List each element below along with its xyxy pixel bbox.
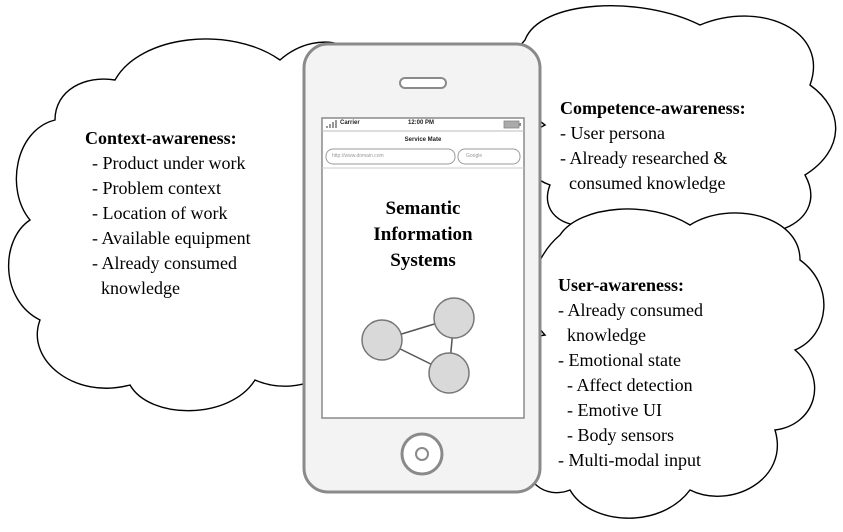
user-item: - Already consumed <box>558 300 703 320</box>
user-item: - Body sensors <box>558 425 674 445</box>
title-line: Systems <box>390 250 456 271</box>
context-item: - Product under work <box>92 153 246 173</box>
phone-speaker <box>399 77 447 89</box>
competence-awareness-heading: Competence-awareness: <box>560 98 746 118</box>
user-item: knowledge <box>558 325 646 345</box>
context-item: knowledge <box>92 278 180 298</box>
context-item: - Problem context <box>92 178 221 198</box>
user-item: - Affect detection <box>558 375 693 395</box>
title-line: Information <box>373 224 473 245</box>
graph-node-bottom <box>428 352 470 394</box>
app-title: Service Mate <box>404 137 442 143</box>
user-item: - Emotive UI <box>558 400 662 420</box>
context-item: - Location of work <box>92 203 228 223</box>
url-field[interactable] <box>325 148 456 165</box>
competence-item: - User persona <box>560 123 665 143</box>
status-time: 12:00 PM <box>408 120 435 126</box>
user-awareness-heading: User-awareness: <box>558 275 684 295</box>
search-field[interactable] <box>457 148 521 165</box>
context-awareness-heading: Context-awareness: <box>85 128 237 148</box>
graph-node-left <box>361 319 403 361</box>
battery-icon <box>503 120 521 129</box>
competence-item: consumed knowledge <box>560 173 726 193</box>
user-item: - Emotional state <box>558 350 681 370</box>
search-placeholder: Google <box>466 153 483 159</box>
user-item: - Multi-modal input <box>558 450 701 470</box>
competence-item: - Already researched & <box>560 148 728 168</box>
graph-node-top <box>433 297 475 339</box>
phone-content-title: Semantic Information Systems <box>322 196 524 286</box>
title-line: Semantic <box>385 198 461 219</box>
status-carrier: Carrier <box>340 120 360 126</box>
context-item: - Available equipment <box>92 228 251 248</box>
home-button-inner <box>415 447 429 461</box>
url-placeholder: http://www.domain.com <box>332 153 384 159</box>
signal-icon <box>326 120 337 128</box>
context-item: - Already consumed <box>92 253 237 273</box>
